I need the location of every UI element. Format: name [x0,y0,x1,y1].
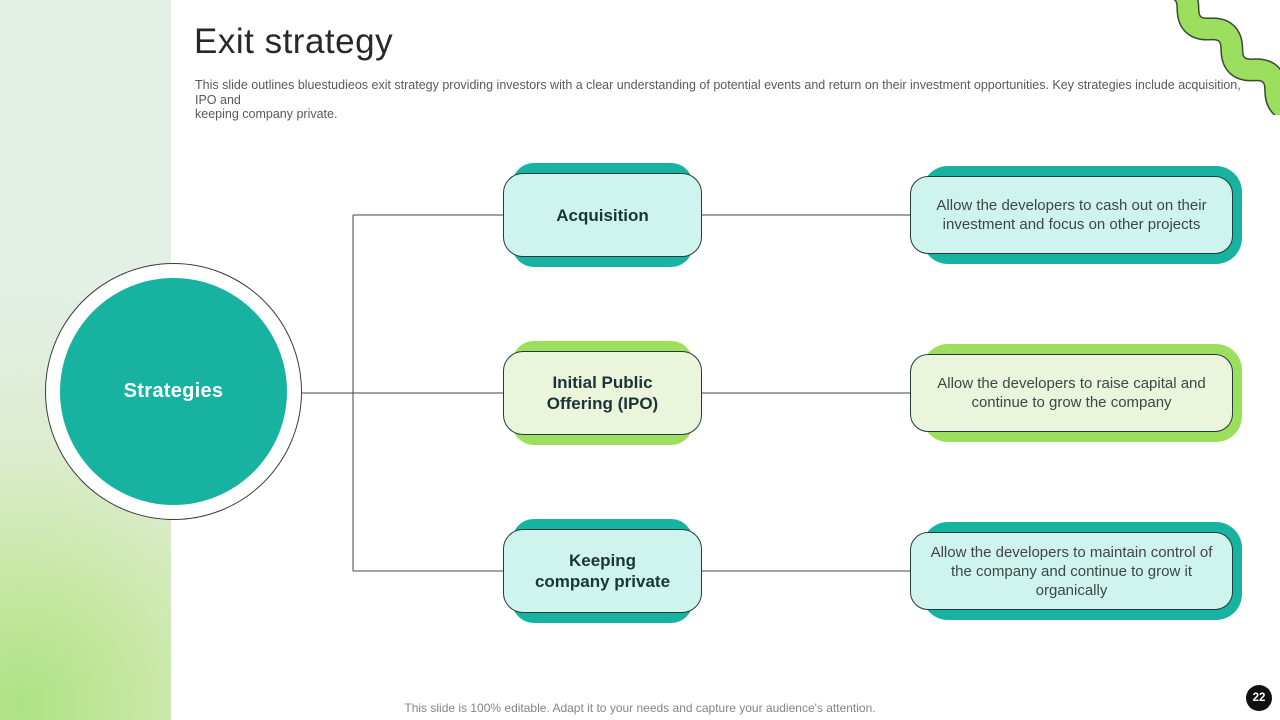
page-title: Exit strategy [194,22,394,61]
description-text: Allow the developers to maintain control… [910,532,1233,610]
node-label-line: Acquisition [556,205,649,225]
footer-note: This slide is 100% editable. Adapt it to… [404,701,876,715]
slide-subtitle: This slide outlines bluestudieos exit st… [195,78,1255,122]
page-number: 22 [1252,692,1266,704]
slide-subtitle-line1: This slide outlines bluestudieos exit st… [195,78,1241,107]
node-acquisition: Acquisition [503,163,702,267]
wavy-ribbon-icon [1154,0,1280,115]
hub-label: Strategies [123,380,224,402]
node-label: Keeping company private [503,529,702,613]
description-text: Allow the developers to cash out on thei… [910,176,1233,254]
strategies-hub-circle: Strategies [45,263,302,520]
node-label-line: Keeping [568,551,637,570]
description-ipo: Allow the developers to raise capital an… [910,344,1242,442]
description-keeping-private: Allow the developers to maintain control… [910,522,1242,620]
description-acquisition: Allow the developers to cash out on thei… [910,166,1242,264]
node-keeping-private: Keeping company private [503,519,702,623]
page-number-badge: 22 [1246,685,1272,711]
node-label-line: company private [534,572,671,591]
description-text: Allow the developers to raise capital an… [910,354,1233,432]
node-label: Initial Public Offering (IPO) [503,351,702,435]
slide-subtitle-line2: keeping company private. [195,107,338,121]
node-label: Acquisition [503,173,702,257]
node-ipo: Initial Public Offering (IPO) [503,341,702,445]
strategies-hub-fill: Strategies [60,278,287,505]
node-label-line: Initial Public [552,373,653,392]
node-label-line: Offering (IPO) [546,394,659,413]
